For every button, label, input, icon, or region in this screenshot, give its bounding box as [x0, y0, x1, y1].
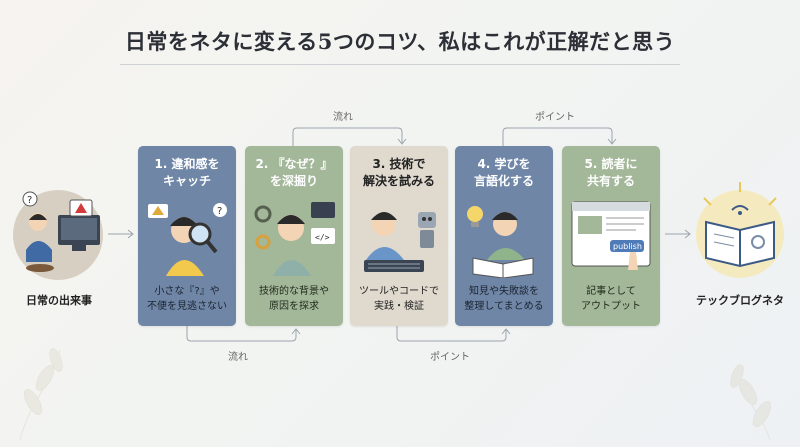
connector-label-top-2: ポイント — [535, 112, 575, 123]
gear-icon — [254, 205, 272, 223]
title-divider — [120, 64, 680, 65]
step-5-title: 5. 読者に 共有する — [584, 157, 638, 188]
keyboard-icon — [364, 260, 424, 272]
step-card-5: 5. 読者に 共有する publish 記事として アウトプット — [562, 146, 660, 326]
publish-button-text: publish — [613, 242, 642, 251]
step-card-2: 2. 『なぜ？』 を深掘り </> 技術的な背景や 原因を探求 — [245, 146, 343, 326]
svg-text:</>: </> — [315, 233, 330, 242]
step-4-illustration — [467, 206, 534, 278]
step-card-1: 1. 違和感を キャッチ ? 小さな『?』や 不便を見逃さない — [138, 146, 236, 326]
step-card-3: 3. 技術で 解決を試みる ツールやコードで 実践・検証 — [350, 146, 448, 326]
step-card-4: 4. 学びを 言語化する 知見や失敗談を 整理してまとめる — [455, 146, 553, 326]
connector-label-bottom-2: ポイント — [430, 352, 470, 363]
warning-icon — [152, 206, 164, 215]
step-2-illustration: </> — [254, 202, 335, 276]
right-label: テックブログネタ — [696, 294, 784, 307]
step-1-illustration: ? — [148, 203, 227, 276]
lightbulb-icon — [467, 206, 483, 222]
robot-icon — [418, 212, 436, 228]
step-5-illustration: publish — [571, 201, 651, 270]
step-1-title: 1. 違和感を キャッチ — [154, 157, 220, 188]
step-2-title: 2. 『なぜ？』 を深掘り — [255, 157, 333, 188]
svg-text:?: ? — [27, 195, 32, 206]
step-4-title: 4. 学びを 言語化する — [473, 157, 534, 188]
step-3-title: 3. 技術で 解決を試みる — [362, 157, 435, 188]
gear-icon — [751, 235, 765, 249]
magnifier-icon — [188, 222, 212, 246]
warning-icon — [75, 203, 87, 213]
connector-label-top-1: 流れ — [333, 112, 353, 123]
step-3-desc: ツールやコードで 実践・検証 — [359, 286, 439, 312]
code-window-icon — [311, 202, 335, 218]
left-label: 日常の出来事 — [26, 294, 92, 307]
step-5-desc: 記事として アウトプット — [581, 286, 641, 312]
step-4-desc: 知見や失敗談を 整理してまとめる — [464, 286, 544, 312]
step-2-desc: 技術的な背景や 原因を探求 — [259, 286, 329, 312]
step-1-desc: 小さな『?』や 不便を見逃さない — [147, 286, 227, 312]
page-title: 日常をネタに変える5つのコツ、私はこれが正解だと思う — [124, 29, 676, 54]
step-3-illustration — [364, 212, 436, 272]
connector-label-bottom-1: 流れ — [228, 352, 248, 363]
question-icon: ? — [217, 206, 222, 217]
